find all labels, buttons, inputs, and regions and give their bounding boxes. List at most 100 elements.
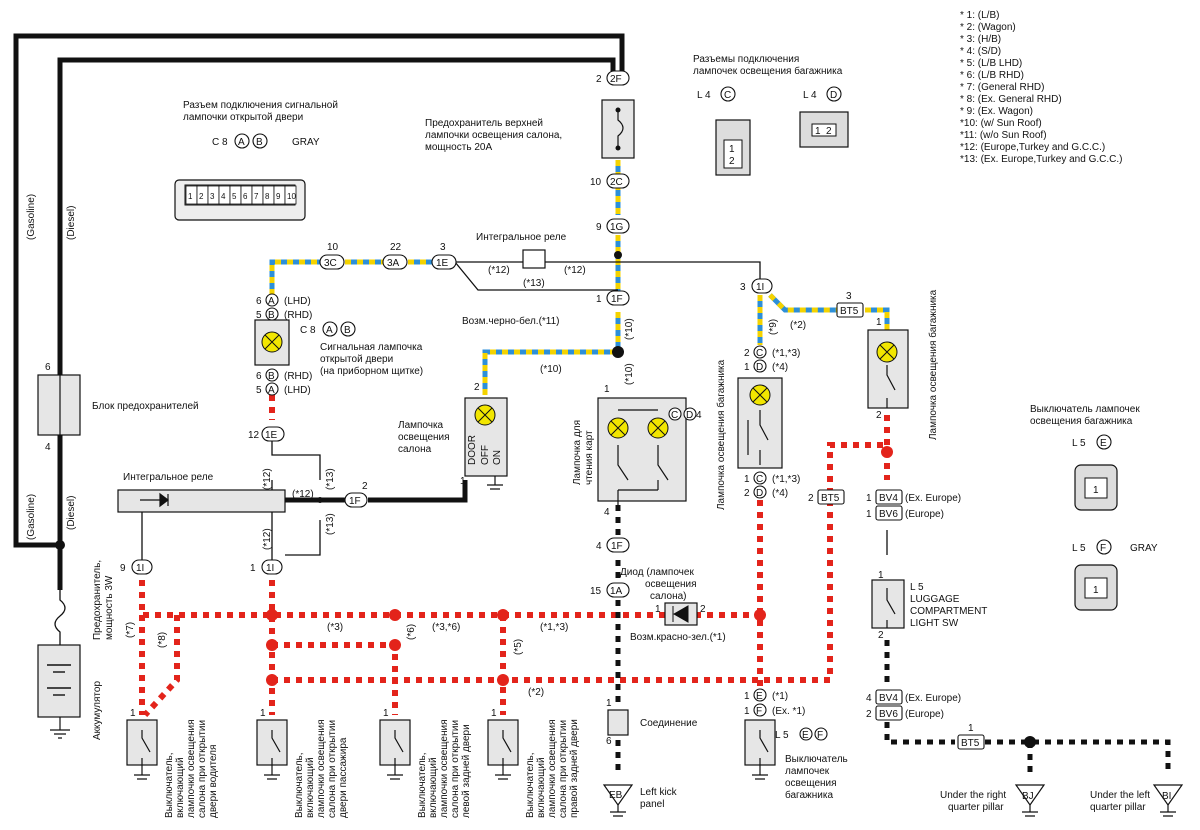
luggage-sw-bottom-f: F <box>817 730 823 741</box>
annot-12-relay: (*12) <box>292 489 314 500</box>
fuse-block-pin-4: 4 <box>45 442 51 453</box>
pin-luggage-e: E1(*1) <box>744 688 788 702</box>
pin-door-lamp-b-top: B5(RHD) <box>256 307 312 321</box>
trunk-d: D <box>830 90 837 101</box>
annot-10-mid: (*10) <box>624 363 635 385</box>
annot-8: (*8) <box>157 632 168 648</box>
notes-legend: * 1: (L/B)* 2: (Wagon)* 3: (H/B)* 4: (S/… <box>960 10 1122 165</box>
ground-bj-icon <box>1014 784 1046 817</box>
svg-text:B: B <box>268 371 275 382</box>
interior-lamp-label-3: салона <box>398 444 432 455</box>
door-switch-driver <box>126 719 158 780</box>
note-item: * 9: (Ex. Wagon) <box>960 106 1033 117</box>
joint-label: Соединение <box>640 718 698 729</box>
fuse-block-label: Блок предохранителей <box>92 401 199 412</box>
note-item: * 7: (General RHD) <box>960 82 1044 93</box>
wire-relay-13 <box>454 261 618 291</box>
sw-rear-right-pin: 1 <box>491 708 497 719</box>
pin-luggage-c-bottom: C1(*1,*3) <box>744 471 800 485</box>
door-lamp-code-b: B <box>344 325 351 336</box>
interior-lamp-label-1: Лампочка <box>398 420 444 431</box>
pin-2f: 2F2 <box>596 70 630 86</box>
switch-label-line: правой задней двери <box>569 719 580 818</box>
pin-1g: 1G9 <box>596 218 630 234</box>
connector-pin-cell <box>284 185 297 205</box>
svg-text:(*1): (*1) <box>772 691 788 702</box>
note-item: *13: (Ex. Europe,Turkey and G.C.C.) <box>960 154 1122 165</box>
svg-text:10: 10 <box>327 242 339 253</box>
svg-text:2: 2 <box>744 348 750 359</box>
l5e-pin: 1 <box>1093 485 1099 496</box>
luggage-sw-bottom-2: лампочек <box>785 766 830 777</box>
luggage-right-pin1: 1 <box>876 317 882 328</box>
annot-6: (*6) <box>406 624 417 640</box>
l5f-letter: F <box>1100 543 1106 554</box>
switch-label-line: салона при открытии <box>558 720 569 818</box>
door-conn-b: B <box>256 137 263 148</box>
map-lamp-d: D <box>686 410 693 421</box>
fuse-3w-label-2: мощность 3W <box>104 575 115 640</box>
bj-label: BJ <box>1022 791 1034 802</box>
fuse-block <box>37 374 81 436</box>
door-conn-code: C 8 <box>212 137 228 148</box>
annot-7: (*7) <box>125 622 136 638</box>
door-lamp-label-3: (на приборном щитке) <box>320 365 423 377</box>
svg-text:5: 5 <box>256 385 262 396</box>
svg-text:1E: 1E <box>265 430 278 441</box>
switch-on: ON <box>492 450 503 465</box>
svg-text:(RHD): (RHD) <box>284 371 312 382</box>
battery <box>37 644 81 718</box>
pin-luggage-c-top: C2(*1,*3) <box>744 345 800 359</box>
trunk-d-pin2: 2 <box>826 126 832 137</box>
svg-text:1: 1 <box>744 474 750 485</box>
connector-pin-number: 5 <box>232 192 237 201</box>
diesel-label-bottom: (Diesel) <box>66 496 77 530</box>
diode-pin-1: 1 <box>655 604 661 615</box>
switch-label-line: Выключатель, <box>525 752 536 818</box>
gasoline-label-bottom: (Gasoline) <box>26 494 37 540</box>
luggage-lamp-left-label: Лампочка освещения багажника <box>715 359 727 510</box>
bi-label: BI <box>1162 791 1171 802</box>
door-conn-color: GRAY <box>292 137 320 148</box>
annot-2-bottom: (*2) <box>528 687 544 698</box>
connector-pin-number: 9 <box>276 192 281 201</box>
l5e-letter: E <box>1100 438 1107 449</box>
svg-text:1: 1 <box>250 563 256 574</box>
luggage-sw-bottom-3: освещения <box>785 778 837 789</box>
battery-ground-icon <box>50 717 70 739</box>
svg-text:2: 2 <box>744 488 750 499</box>
svg-text:22: 22 <box>390 242 402 253</box>
svg-text:1I: 1I <box>136 563 144 574</box>
luggage-comp-sw-2: LUGGAGE <box>910 594 960 605</box>
trunk-conn-title-2: лампочек освещения багажника <box>693 65 843 77</box>
svg-text:1: 1 <box>744 706 750 717</box>
switch-door: DOOR <box>467 435 478 465</box>
switch-label-line: Выключатель, <box>294 752 305 818</box>
svg-text:2: 2 <box>362 481 368 492</box>
door-conn-title-2: лампочки открытой двери <box>183 112 303 123</box>
svg-text:(*1,*3): (*1,*3) <box>772 348 800 359</box>
svg-text:9: 9 <box>120 563 126 574</box>
connector-pin-number: 8 <box>265 192 270 201</box>
svg-text:A: A <box>268 385 275 396</box>
svg-text:(Ex. Europe): (Ex. Europe) <box>905 493 961 504</box>
trunk-c-pin1: 1 <box>729 144 735 155</box>
pin-luggage-d-bottom: D2(*4) <box>744 485 788 499</box>
door-conn-a: A <box>238 137 245 148</box>
svg-text:2: 2 <box>866 709 872 720</box>
svg-text:1: 1 <box>866 509 872 520</box>
map-lamp-pin-4: 4 <box>604 507 610 518</box>
pin-door-lamp-a-bottom: A5(LHD) <box>256 382 311 396</box>
pin-1f-top: 1F1 <box>596 290 630 306</box>
annot-3-6: (*3,*6) <box>432 622 460 633</box>
connector-pin-number: 7 <box>254 192 259 201</box>
map-lamp-pin-1: 1 <box>604 384 610 395</box>
ground-bi-icon <box>1152 784 1184 817</box>
